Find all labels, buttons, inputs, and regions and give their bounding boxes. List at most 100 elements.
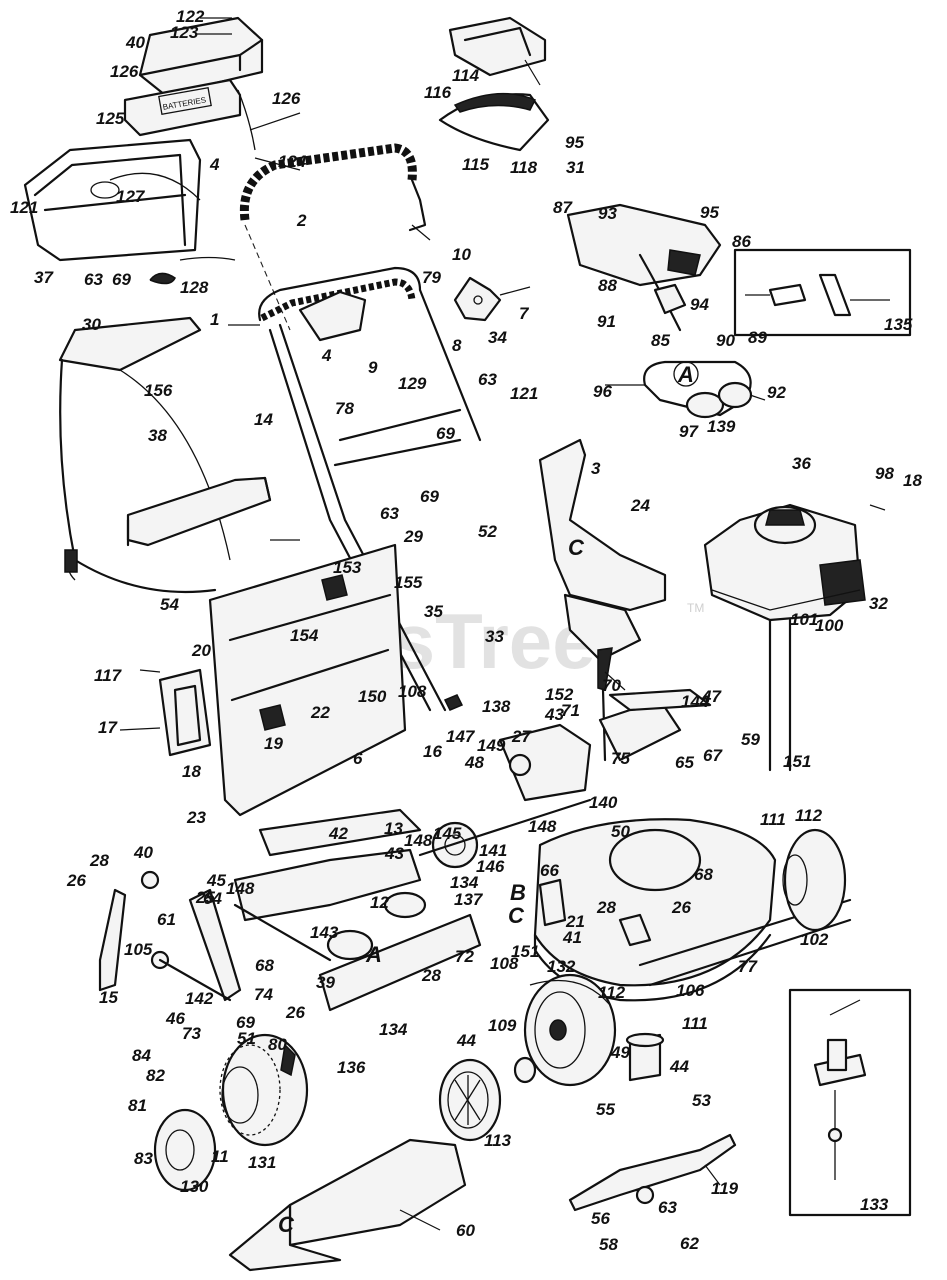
part-callout-48: 48: [464, 753, 484, 772]
part-callout-126: 126: [110, 62, 139, 81]
part-callout-77: 77: [738, 957, 758, 976]
part-callout-149: 149: [477, 736, 506, 755]
part-callout-51: 51: [237, 1029, 256, 1048]
part-callout-141: 141: [479, 841, 507, 860]
part-callout-65: 65: [675, 753, 694, 772]
part-callout-142: 142: [185, 989, 214, 1008]
part-callout-108: 108: [490, 954, 519, 973]
part-callout-151: 151: [511, 942, 539, 961]
battery-box: BATTERIES: [123, 16, 264, 151]
part-callout-32: 32: [869, 594, 888, 613]
belt-cover: [566, 203, 722, 332]
part-callout-126: 126: [272, 89, 301, 108]
part-callout-6: 6: [353, 749, 363, 768]
part-callout-15: 15: [99, 988, 118, 1007]
part-callout-123: 123: [170, 23, 199, 42]
part-callout-131: 131: [248, 1153, 276, 1172]
part-callout-121: 121: [510, 384, 538, 403]
grass-bag: [58, 316, 231, 594]
part-callout-19: 19: [264, 734, 283, 753]
part-callout-85: 85: [651, 331, 670, 350]
part-callout-100: 100: [815, 616, 844, 635]
part-callout-29: 29: [403, 527, 423, 546]
chute-deflector: [538, 438, 667, 662]
part-callout-108: 108: [398, 682, 427, 701]
part-callout-34: 34: [488, 328, 507, 347]
part-callout-36: 36: [792, 454, 811, 473]
part-callout-80: 80: [268, 1035, 287, 1054]
part-callout-2: 2: [296, 211, 307, 230]
part-callout-143: 143: [310, 923, 339, 942]
part-callout-11: 11: [211, 1147, 229, 1166]
part-callout-44: 44: [669, 1057, 689, 1076]
part-callout-111: 111: [760, 810, 786, 829]
blade-assembly: [568, 1032, 737, 1212]
part-callout-113: 113: [484, 1131, 512, 1150]
part-callout-87: 87: [553, 198, 573, 217]
section-letters: A A B C C C: [278, 361, 699, 1237]
part-callout-47: 47: [701, 687, 722, 706]
rear-skirt-133: [228, 1138, 467, 1272]
part-callout-148: 148: [404, 831, 433, 850]
mower-deck: [533, 818, 852, 1002]
part-callout-20: 20: [191, 641, 211, 660]
part-callout-140: 140: [589, 793, 618, 812]
part-callout-95: 95: [700, 203, 719, 222]
part-callout-145: 145: [433, 824, 462, 843]
part-callout-81: 81: [128, 1096, 147, 1115]
part-callout-27: 27: [511, 727, 532, 746]
part-callout-89: 89: [748, 328, 767, 347]
part-callout-40: 40: [133, 843, 153, 862]
part-callout-8: 8: [452, 336, 462, 355]
part-callout-95: 95: [565, 133, 584, 152]
part-callout-33: 33: [485, 627, 504, 646]
part-callout-144: 144: [681, 692, 710, 711]
part-callout-63: 63: [84, 270, 103, 289]
part-callout-122: 122: [176, 7, 205, 26]
inset-135: [733, 248, 912, 337]
part-callout-102: 102: [800, 930, 829, 949]
part-callout-23: 23: [186, 808, 206, 827]
part-callout-52: 52: [478, 522, 497, 541]
part-callout-139: 139: [707, 417, 736, 436]
part-callout-37: 37: [34, 268, 54, 287]
part-callout-97: 97: [679, 422, 699, 441]
part-callout-153: 153: [333, 558, 362, 577]
part-callout-61: 61: [157, 910, 176, 929]
part-callout-133: 133: [860, 1195, 889, 1214]
part-callout-132: 132: [547, 957, 576, 976]
part-callout-106: 106: [676, 981, 705, 1000]
part-callout-71: 71: [561, 701, 580, 720]
part-callout-128: 128: [180, 278, 209, 297]
part-callout-4: 4: [209, 155, 220, 174]
part-callout-62: 62: [680, 1234, 699, 1253]
part-callout-44: 44: [456, 1031, 476, 1050]
part-callout-116: 116: [424, 83, 452, 102]
section-letter: A: [677, 362, 694, 387]
part-callout-156: 156: [144, 381, 173, 400]
part-callout-7: 7: [519, 304, 530, 323]
part-callout-94: 94: [690, 295, 709, 314]
part-callout-86: 86: [732, 232, 751, 251]
clutch-bracket: [453, 276, 502, 322]
part-callout-118: 118: [510, 158, 538, 177]
part-callout-18: 18: [182, 762, 201, 781]
engine: [703, 503, 866, 772]
part-callout-55: 55: [596, 1100, 615, 1119]
bag-adapter-frame: [158, 543, 407, 817]
part-callout-70: 70: [602, 676, 621, 695]
part-callout-64: 64: [203, 889, 222, 908]
part-callout-45: 45: [206, 871, 226, 890]
part-callout-79: 79: [422, 268, 441, 287]
part-callout-4: 4: [321, 346, 332, 365]
part-callout-69: 69: [420, 487, 439, 506]
top-handle-bar: [239, 143, 427, 331]
part-callout-150: 150: [358, 687, 387, 706]
rear-wheel-gear: [153, 1033, 309, 1192]
part-callout-25: 25: [195, 888, 215, 907]
part-callout-124: 124: [278, 152, 307, 171]
leader-lines: [119, 17, 886, 1231]
section-letter: A: [365, 942, 382, 967]
